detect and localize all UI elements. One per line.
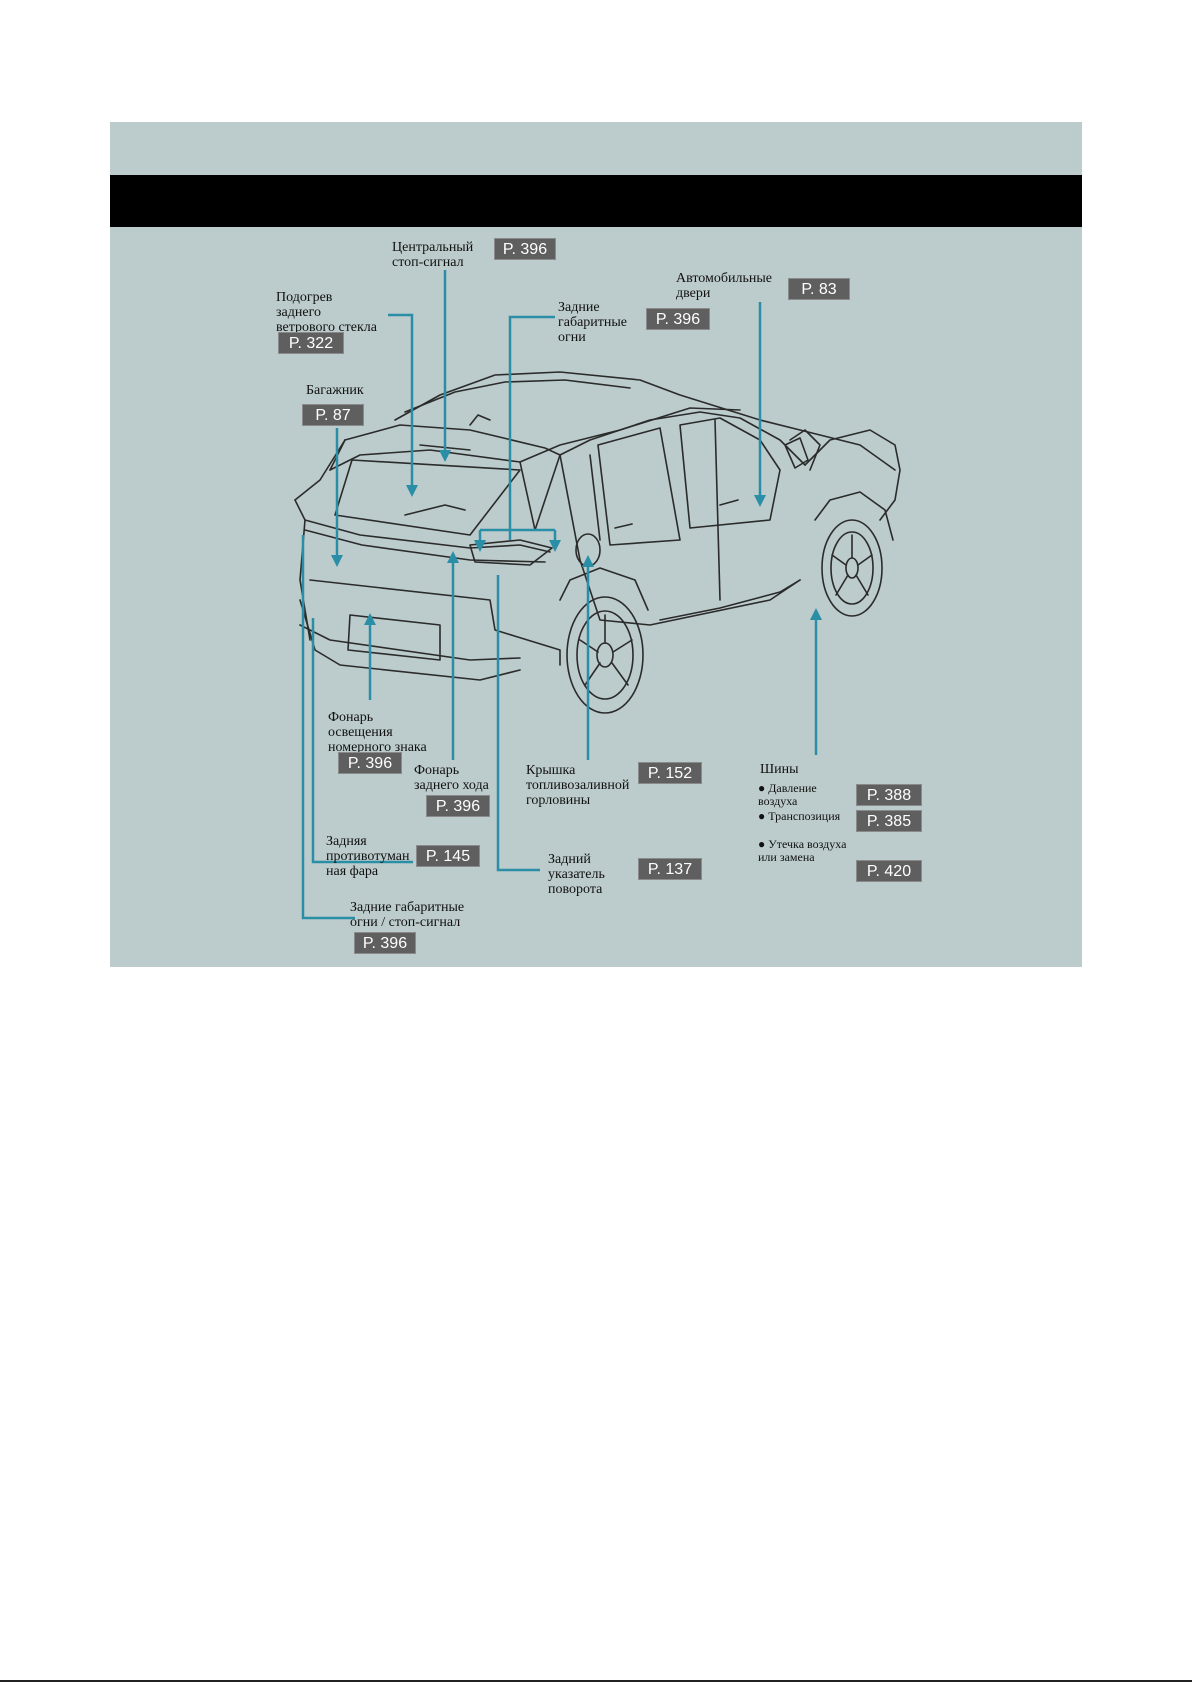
label-tire-rotation: ● Транспозиция [758,809,841,823]
ref-rear-side-lights[interactable]: P. 396 [646,308,710,330]
callout-line-rear-fog [311,618,413,864]
ref-car-doors[interactable]: P. 83 [788,278,850,300]
section-header-band [110,175,1082,227]
ref-rear-lights-brake[interactable]: P. 396 [354,932,416,954]
label-rear-turn-signal: Задний указатель поворота [548,852,605,897]
callout-line-rear-side-lights [478,315,557,545]
label-trunk: Багажник [306,383,364,398]
callout-arrowheads [331,450,822,625]
ref-fuel-cap[interactable]: P. 152 [638,762,702,784]
label-tires: Шины [760,762,799,777]
ref-trunk[interactable]: P. 87 [302,404,364,426]
label-plate-light: Фонарь освещения номерного знака [328,710,427,755]
label-tire-leak: ● Утечка воздуха или замена [758,837,847,864]
ref-central-brake-light[interactable]: P. 396 [494,238,556,260]
label-car-doors: Автомобильные двери [676,271,772,301]
page-bottom-rule [0,1680,1192,1682]
label-central-brake-light: Центральный стоп-сигнал [392,240,474,270]
ref-plate-light[interactable]: P. 396 [338,752,402,774]
car-outline [294,371,901,714]
callout-line-rear-lights-brake [301,535,355,920]
label-rear-lights-brake: Задние габаритные огни / стоп-сигнал [350,900,465,930]
ref-reverse-light[interactable]: P. 396 [426,795,490,817]
label-tire-pressure: ● Давление воздуха [758,781,817,808]
label-rear-fog-light: Задняя противотуман ная фара [326,834,410,879]
label-rear-side-lights: Задние габаритные огни [558,300,628,345]
ref-rear-defrost[interactable]: P. 322 [278,332,344,354]
label-fuel-cap: Крышка топливозаливной горловины [526,763,630,808]
ref-rear-turn-signal[interactable]: P. 137 [638,858,702,880]
ref-tire-leak[interactable]: P. 420 [856,860,922,882]
callout-lines [301,270,818,920]
ref-tire-rotation[interactable]: P. 385 [856,810,922,832]
ref-tire-pressure[interactable]: P. 388 [856,784,922,806]
label-reverse-light: Фонарь заднего хода [414,763,489,793]
ref-rear-fog-light[interactable]: P. 145 [416,845,480,867]
callout-line-rear-defrost [388,313,414,490]
callout-line-turn-signal [496,575,540,872]
label-rear-defrost: Подогрев заднего ветрового стекла [276,290,377,335]
